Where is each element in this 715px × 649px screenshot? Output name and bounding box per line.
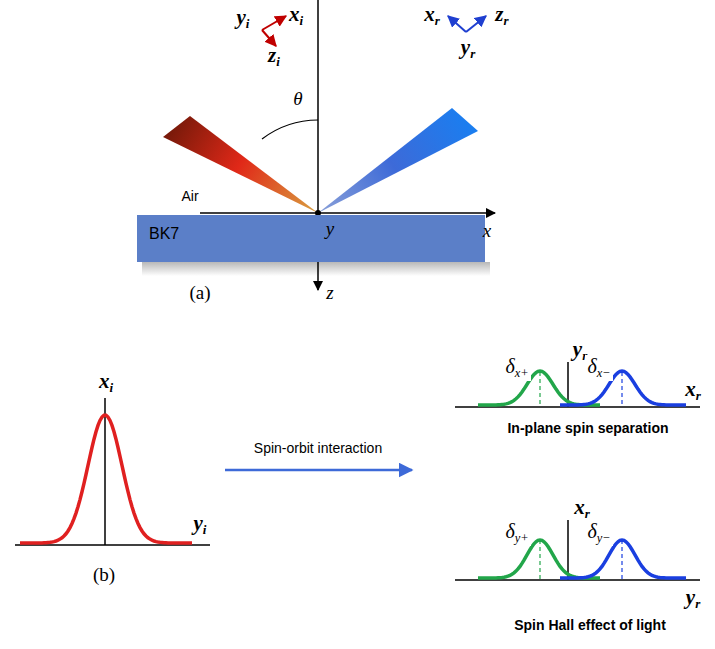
xi-axis	[104, 398, 106, 545]
centroid-line	[621, 540, 622, 580]
panel-label: (a)	[187, 282, 212, 303]
centroid-line	[539, 372, 540, 407]
zr-axis-arrow	[466, 16, 486, 32]
shift-label: δy−	[585, 520, 612, 545]
beam-profile	[478, 371, 600, 405]
angle-label: θ	[291, 88, 304, 109]
axis-label: zi	[266, 44, 282, 69]
axis-label: zr	[493, 3, 510, 28]
axis-label: yi	[192, 512, 209, 537]
axis-label: z	[324, 282, 335, 303]
shift-label: δx+	[503, 355, 530, 380]
normal-line	[317, 0, 319, 213]
beam-profile	[560, 540, 686, 578]
reflected-beam	[318, 108, 478, 213]
process-label: Spin-orbit interaction	[252, 440, 384, 456]
axis-label: y	[324, 218, 336, 239]
angle-arc	[262, 120, 318, 139]
axis-label: xr	[422, 3, 442, 28]
panel-caption: In-plane spin separation	[505, 420, 670, 436]
process-arrow	[225, 469, 412, 472]
beam-profile	[478, 540, 600, 578]
axis-label: yi	[235, 6, 252, 31]
axis-label: xr	[572, 496, 592, 521]
centroid-line	[621, 372, 622, 407]
axis-label: yr	[684, 586, 702, 611]
xr-axis-arrow	[448, 16, 466, 32]
incident-beam	[163, 116, 318, 213]
glass-slab: BK7	[137, 215, 485, 262]
beam-profile	[20, 415, 192, 543]
slab-label: BK7	[149, 225, 473, 243]
x-axis	[200, 212, 495, 214]
xr-axis	[567, 520, 569, 580]
centroid-line	[539, 540, 540, 580]
slab-shadow	[142, 262, 490, 276]
axis-label: xi	[97, 370, 115, 395]
axis-label: yr	[459, 36, 477, 61]
medium-label: Air	[179, 188, 200, 204]
beam-profile	[560, 371, 686, 405]
axis-label: x	[481, 220, 493, 241]
shift-label: δx−	[585, 355, 612, 380]
panel-caption: Spin Hall effect of light	[512, 617, 668, 633]
panel-label: (b)	[91, 564, 117, 585]
axis-label: xr	[683, 378, 703, 403]
shift-label: δy+	[503, 520, 530, 545]
xi-axis-arrow	[262, 16, 286, 30]
axis-label: xi	[287, 3, 305, 28]
